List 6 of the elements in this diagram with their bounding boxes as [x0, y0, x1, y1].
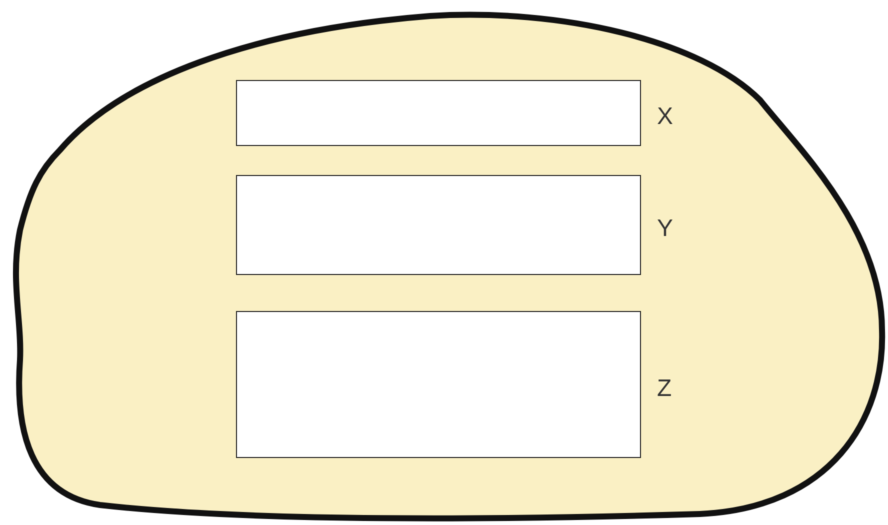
box-label: Y — [657, 217, 674, 241]
empty-box — [236, 175, 641, 275]
box-label: Z — [657, 376, 672, 400]
box-label: X — [657, 105, 674, 129]
empty-box — [236, 80, 641, 146]
empty-box — [236, 311, 641, 458]
